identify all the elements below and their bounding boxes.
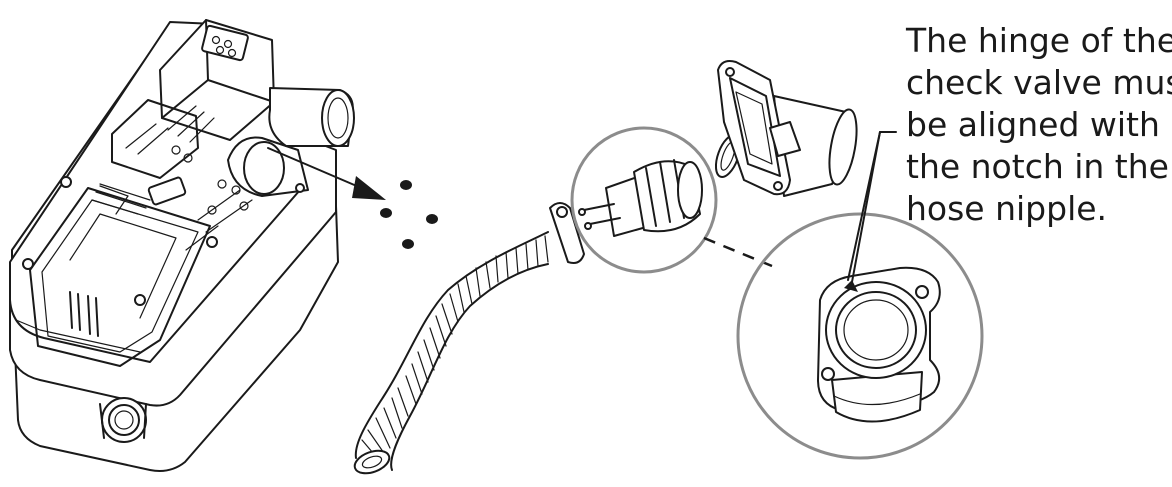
callout-line: be aligned with: [906, 105, 1160, 144]
check-valve-icon: [570, 126, 718, 274]
callout-line: check valve must: [906, 63, 1172, 102]
callout-text: The hinge of the check valve must be ali…: [906, 20, 1172, 230]
callout-pointer-lines: [847, 131, 897, 283]
direction-arrow-icon: [267, 147, 386, 200]
screw-icon: [380, 180, 438, 249]
hose-clamp-icon: [549, 202, 585, 264]
callout-line: hose nipple.: [906, 189, 1108, 228]
callout-line: the notch in the: [906, 147, 1169, 186]
corrugated-hose-icon: [353, 231, 549, 475]
hose-nipple-icon: [717, 60, 858, 197]
macerator-pump-housing-icon: [9, 19, 355, 472]
magnified-detail-icon: [736, 212, 984, 460]
callout-line: The hinge of the: [906, 21, 1172, 60]
